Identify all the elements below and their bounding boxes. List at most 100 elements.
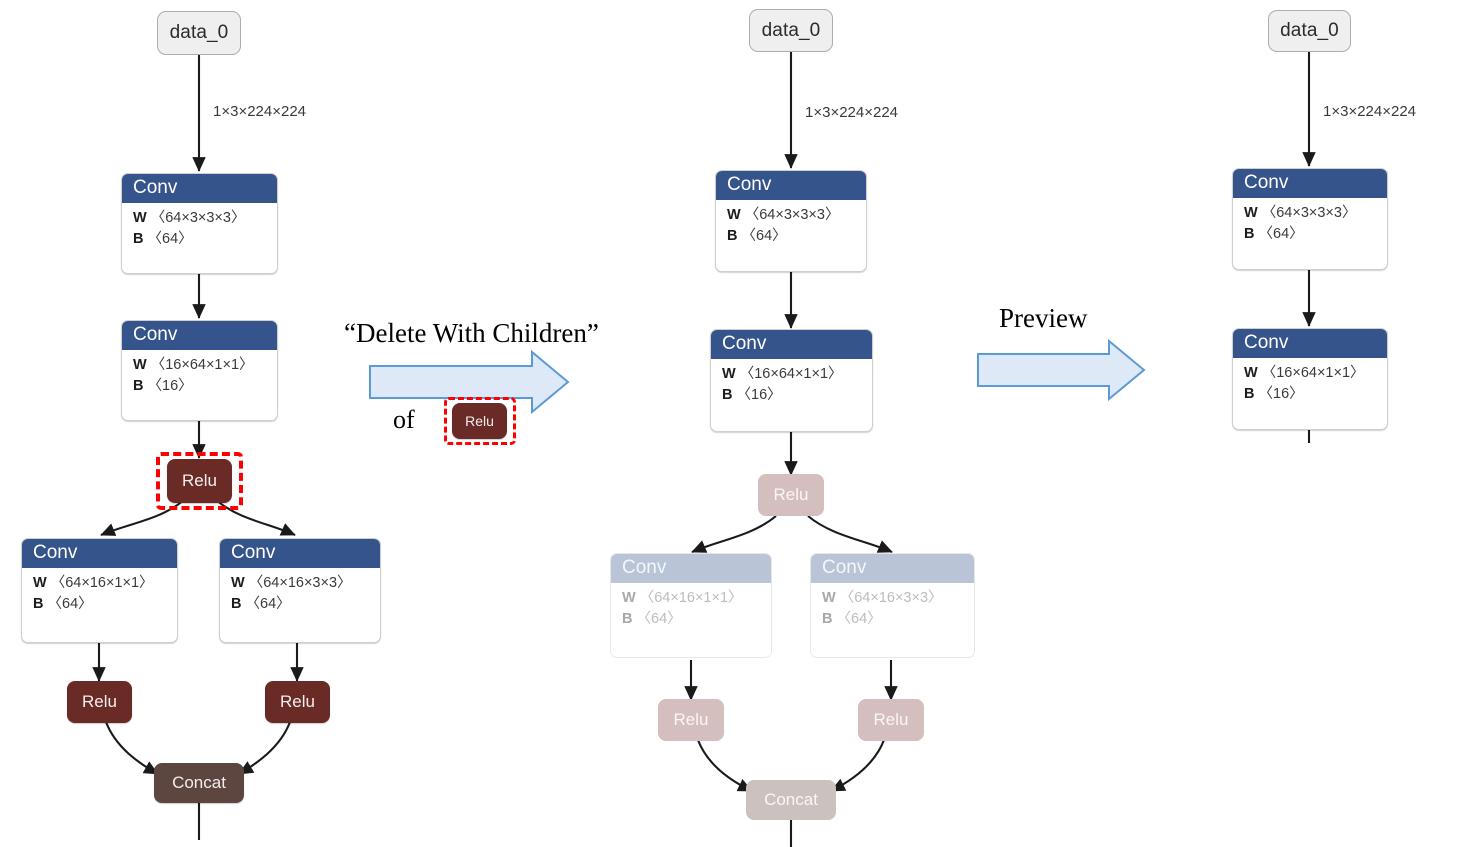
middle-conv-2[interactable]: Conv W 〈16×64×1×1〉 B 〈16〉 [710,329,873,432]
op-attrs: W 〈64×16×3×3〉 B 〈64〉 [220,568,380,622]
middle-data-node[interactable]: data_0 [749,9,833,52]
weight-shape: 〈16×64×1×1〉 [739,365,843,382]
bias-shape: 〈16〉 [736,387,782,404]
op-title: Conv [1233,169,1387,198]
bias-key: B [822,611,833,628]
op-title: Conv [716,171,866,200]
delete-with-children-caption: “Delete With Children” [344,318,599,348]
weight-key: W [722,365,736,382]
weight-shape: 〈64×3×3×3〉 [1261,204,1357,221]
middle-conv-4-ghost[interactable]: Conv W 〈64×16×3×3〉 B 〈64〉 [810,553,975,658]
bias-key: B [133,231,144,248]
op-attrs: W 〈64×16×1×1〉 B 〈64〉 [611,583,771,637]
op-title: Conv [220,539,380,568]
op-attrs: W 〈64×16×3×3〉 B 〈64〉 [811,583,974,637]
weight-key: W [1244,364,1258,381]
weight-shape: 〈64×16×3×3〉 [248,574,352,591]
op-attrs: W 〈16×64×1×1〉 B 〈16〉 [122,350,277,404]
op-attrs: W 〈64×3×3×3〉 B 〈64〉 [1233,198,1387,252]
node-label: Relu [182,471,217,490]
weight-shape: 〈64×3×3×3〉 [150,209,246,226]
bias-key: B [33,596,44,613]
delete-of-label: of [393,405,415,434]
preview-arrow [977,338,1146,402]
node-label: Relu [465,413,494,429]
left-relu-branch-2[interactable]: Relu [265,681,330,723]
weight-key: W [727,206,741,223]
bias-key: B [727,228,738,245]
op-attrs: W 〈64×3×3×3〉 B 〈64〉 [122,203,277,257]
bias-key: B [1244,226,1255,243]
middle-edge-shape-label: 1×3×224×224 [805,104,899,121]
middle-conv-1[interactable]: Conv W 〈64×3×3×3〉 B 〈64〉 [715,170,867,272]
annotation-selection-highlight [444,397,516,445]
bias-shape: 〈16〉 [1258,386,1304,403]
bias-shape: 〈64〉 [741,228,787,245]
op-attrs: W 〈64×3×3×3〉 B 〈64〉 [716,200,866,254]
left-conv-2[interactable]: Conv W 〈16×64×1×1〉 B 〈16〉 [121,320,278,421]
weight-shape: 〈64×16×1×1〉 [50,574,154,591]
left-relu-branch-1[interactable]: Relu [67,681,132,723]
middle-concat-ghost[interactable]: Concat [746,780,836,820]
right-conv-2[interactable]: Conv W 〈16×64×1×1〉 B 〈16〉 [1232,328,1388,430]
node-label: Relu [873,710,909,729]
left-conv-1[interactable]: Conv W 〈64×3×3×3〉 B 〈64〉 [121,173,278,274]
node-label: data_0 [1280,20,1339,41]
middle-relu-ghost[interactable]: Relu [758,474,824,516]
node-label: Relu [280,692,315,711]
node-label: data_0 [761,19,821,41]
bias-key: B [622,611,633,628]
middle-conv-3-ghost[interactable]: Conv W 〈64×16×1×1〉 B 〈64〉 [610,553,772,658]
weight-key: W [622,589,636,606]
left-conv-4[interactable]: Conv W 〈64×16×3×3〉 B 〈64〉 [219,538,381,643]
op-attrs: W 〈16×64×1×1〉 B 〈16〉 [711,359,872,413]
left-edge-shape-label: 1×3×224×224 [213,103,307,120]
bias-shape: 〈16〉 [147,378,193,395]
bias-shape: 〈64〉 [1258,226,1304,243]
weight-key: W [33,574,47,591]
weight-shape: 〈16×64×1×1〉 [1261,364,1365,381]
left-conv-3[interactable]: Conv W 〈64×16×1×1〉 B 〈64〉 [21,538,178,643]
node-label: Relu [673,710,709,729]
op-attrs: W 〈64×16×1×1〉 B 〈64〉 [22,568,177,622]
op-title: Conv [122,174,277,203]
weight-shape: 〈16×64×1×1〉 [150,356,254,373]
left-relu-selected[interactable]: Relu [167,459,232,503]
bias-key: B [722,387,733,404]
middle-relu-branch-2-ghost[interactable]: Relu [858,699,924,741]
bias-key: B [231,596,242,613]
bias-key: B [1244,386,1255,403]
weight-shape: 〈64×3×3×3〉 [744,206,840,223]
op-title: Conv [711,330,872,359]
bias-shape: 〈64〉 [636,611,682,628]
bias-shape: 〈64〉 [47,596,93,613]
bias-shape: 〈64〉 [147,231,193,248]
op-attrs: W 〈16×64×1×1〉 B 〈16〉 [1233,358,1387,412]
weight-key: W [231,574,245,591]
node-label: Relu [773,485,809,504]
preview-caption: Preview [999,303,1088,333]
node-label: Relu [82,692,117,711]
weight-shape: 〈64×16×1×1〉 [639,589,743,606]
middle-relu-branch-1-ghost[interactable]: Relu [658,699,724,741]
node-label: Concat [764,790,818,809]
left-concat[interactable]: Concat [154,763,244,803]
op-title: Conv [1233,329,1387,358]
node-label: Concat [172,773,226,792]
node-label: data_0 [169,22,229,43]
weight-shape: 〈64×16×3×3〉 [839,589,943,606]
right-edge-shape-label: 1×3×224×224 [1323,103,1417,120]
bias-shape: 〈64〉 [245,596,291,613]
op-title: Conv [611,554,771,583]
weight-key: W [133,209,147,226]
right-conv-1[interactable]: Conv W 〈64×3×3×3〉 B 〈64〉 [1232,168,1388,270]
right-data-node[interactable]: data_0 [1268,10,1351,52]
bias-key: B [133,378,144,395]
left-data-node[interactable]: data_0 [157,11,241,55]
op-title: Conv [811,554,974,583]
left-selection-highlight [156,452,243,510]
op-title: Conv [122,321,277,350]
op-title: Conv [22,539,177,568]
weight-key: W [1244,204,1258,221]
